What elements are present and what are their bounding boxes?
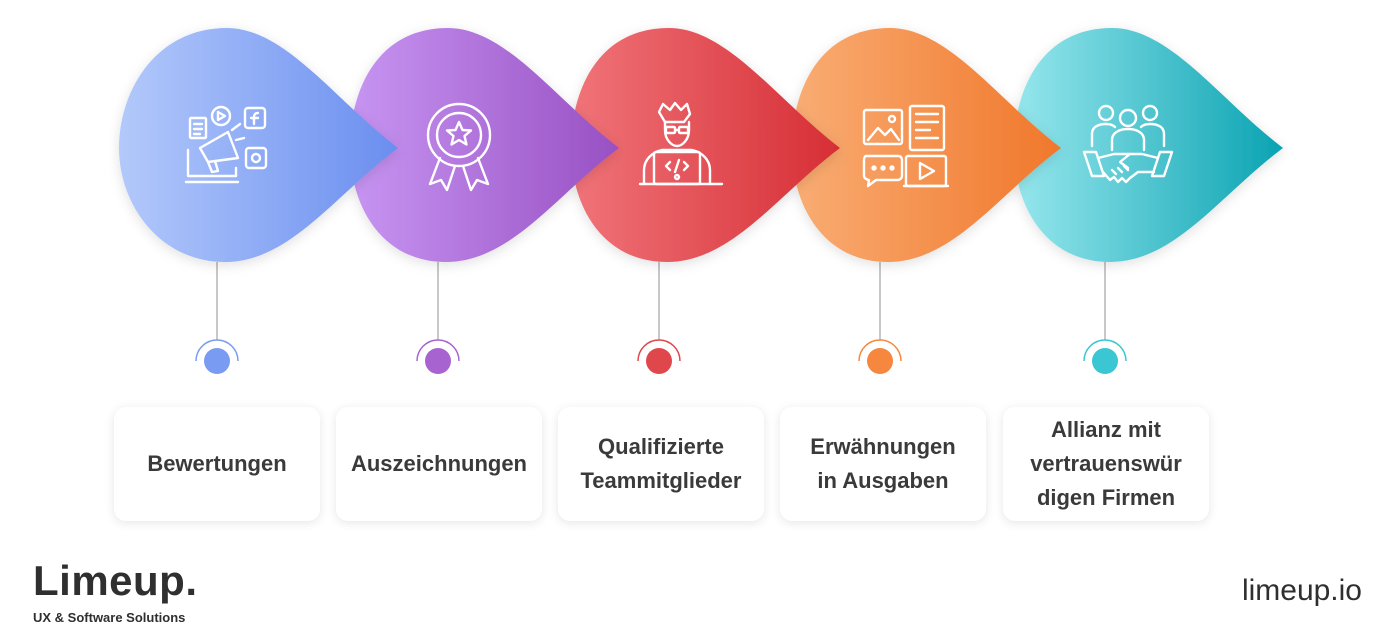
step-card-2: Auszeichnungen (336, 407, 542, 521)
step-card-5: Allianz mit vertrauenswür digen Firmen (1003, 407, 1209, 521)
team-handshake-icon (1082, 104, 1174, 184)
developer-laptop-icon (638, 101, 724, 186)
step-card-1: Bewertungen (114, 407, 320, 521)
connector-4 (858, 262, 902, 374)
media-content-icon (862, 104, 950, 188)
step-dot-4 (867, 348, 893, 374)
step-dot-5 (1092, 348, 1118, 374)
step-dot-1 (204, 348, 230, 374)
connector-5 (1083, 262, 1127, 374)
step-label-1: Bewertungen (147, 451, 287, 476)
brand-name: Limeup. (33, 557, 198, 604)
step-shape-1 (119, 28, 398, 262)
brand-tagline: UX & Software Solutions (33, 610, 186, 625)
brand-logo: Limeup. UX & Software Solutions (33, 557, 198, 626)
step-label-2: Auszeichnungen (350, 451, 527, 476)
step-label-5: Allianz mit vertrauenswür digen Firmen (1030, 417, 1182, 510)
step-shape-3 (571, 28, 840, 262)
step-card-3: Qualifizierte Teammitglieder (558, 407, 764, 521)
step-shape-4 (792, 28, 1061, 262)
step-shape-2 (350, 28, 619, 262)
connector-2 (416, 262, 460, 374)
step-card-4: Erwähnungen in Ausgaben (780, 407, 986, 521)
megaphone-social-media-icon (184, 105, 268, 184)
step-label-3: Qualifizierte Teammitglieder (580, 434, 742, 493)
connector-1 (195, 262, 239, 374)
step-dot-3 (646, 348, 672, 374)
step-label-4: Erwähnungen in Ausgaben (810, 434, 956, 493)
site-url: limeup.io (1241, 574, 1362, 607)
award-badge-icon (426, 102, 492, 192)
step-shape-5 (1014, 28, 1283, 262)
connector-3 (637, 262, 681, 374)
step-dot-2 (425, 348, 451, 374)
